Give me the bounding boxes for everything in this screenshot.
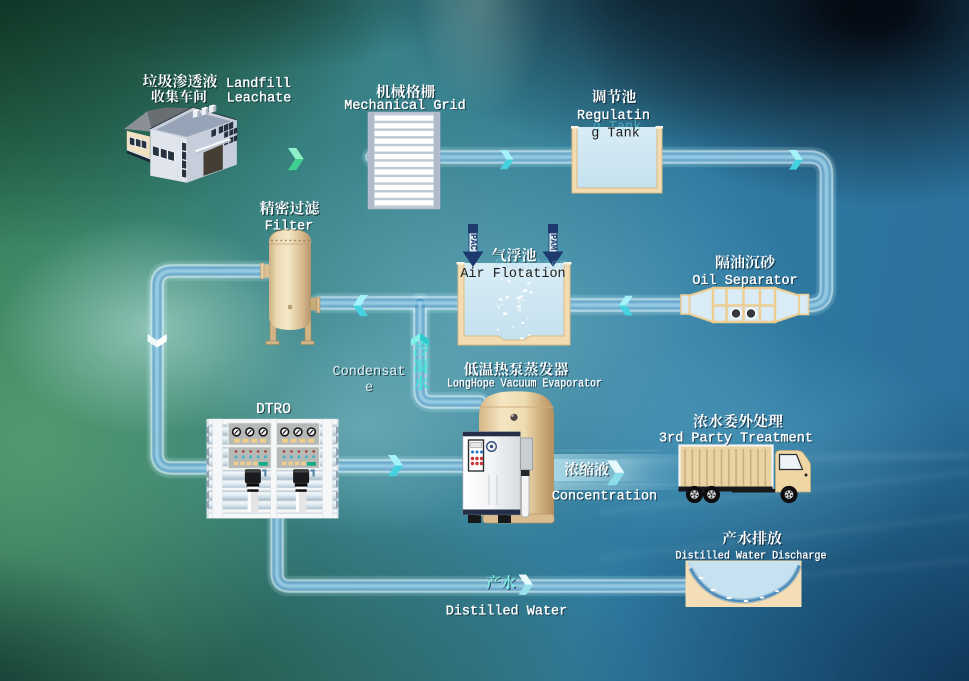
svg-text:Filter: Filter [266, 221, 315, 236]
svg-text:Air Flotation: Air Flotation [460, 267, 565, 282]
svg-text:Concentration: Concentration [552, 490, 657, 505]
svg-text:Distilled Water: Distilled Water [447, 606, 569, 621]
svg-text:Condensat: Condensat [334, 366, 407, 381]
svg-text:Oil Separator: Oil Separator [692, 274, 797, 289]
svg-text:PAC: PAC [468, 234, 478, 251]
svg-text:Mechanical Grid: Mechanical Grid [344, 99, 466, 114]
svg-text:Concentration: Concentration [553, 491, 658, 506]
svg-text:e: e [366, 382, 374, 397]
svg-text:g Tank: g Tank [593, 120, 642, 135]
svg-text:3rd Party Treatment: 3rd Party Treatment [659, 432, 813, 447]
svg-text:PAM: PAM [548, 234, 558, 250]
svg-text:Landfill: Landfill [227, 78, 292, 93]
svg-text:Distilled Water Discharge: Distilled Water Discharge [676, 551, 827, 563]
svg-text:Landfill: Landfill [226, 77, 291, 92]
svg-text:Leachate: Leachate [228, 93, 293, 108]
svg-text:Regulatin: Regulatin [578, 110, 651, 125]
svg-text:Filter: Filter [265, 220, 314, 235]
svg-text:Flotation: Flotation [495, 258, 568, 273]
svg-text:g Tank: g Tank [591, 127, 640, 142]
svg-text:e: e [365, 381, 373, 396]
svg-text:3rd Party Treatment: 3rd Party Treatment [660, 433, 814, 448]
svg-text:Regulatin: Regulatin [577, 109, 650, 124]
svg-text:DTRO: DTRO [256, 402, 291, 418]
svg-text:Leachate: Leachate [227, 92, 292, 107]
svg-text:Mechanical Grid: Mechanical Grid [345, 100, 467, 115]
svg-text:Condensat: Condensat [333, 365, 406, 380]
svg-text:Distilled Water Discharge: Distilled Water Discharge [677, 552, 828, 564]
svg-text:Distilled Water: Distilled Water [446, 605, 568, 620]
svg-text:Oil Separator: Oil Separator [694, 275, 799, 290]
svg-text:LongHope Vacuum Evaporator: LongHope Vacuum Evaporator [448, 378, 603, 392]
svg-text:DTRO: DTRO [257, 403, 292, 419]
svg-text:LongHope Vacuum Evaporator: LongHope Vacuum Evaporator [447, 377, 602, 391]
